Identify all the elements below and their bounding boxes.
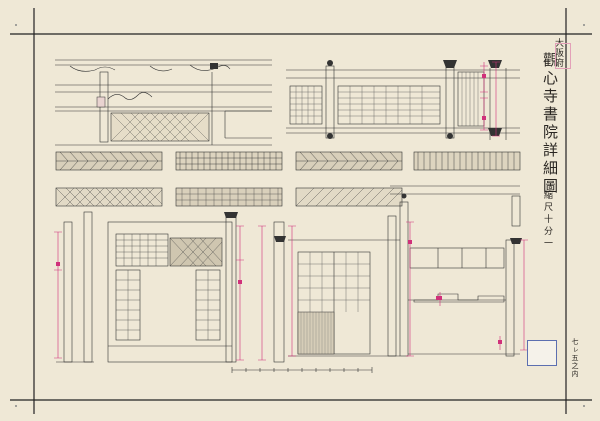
bracket-cap — [210, 63, 218, 69]
shelf-section-elevation — [390, 185, 521, 357]
location-text: 大阪府 — [553, 38, 563, 68]
scale-bar — [231, 367, 373, 373]
lattice-pattern-row-2-hatching — [55, 187, 403, 207]
lattice-pattern-row-1-hatching — [56, 151, 515, 171]
shoji-grid — [298, 252, 370, 312]
lattice-pattern-row-2 — [55, 187, 403, 207]
archive-stamp — [555, 43, 571, 69]
transom-grid — [290, 72, 479, 126]
lattice-panel-diagonal — [110, 112, 210, 142]
scale-text: 縮尺十分一 — [542, 190, 552, 250]
lattice-panel-hatching — [110, 112, 210, 142]
section-ornaments — [224, 193, 522, 244]
sheet-border — [10, 8, 592, 414]
dimension-lines — [54, 61, 528, 361]
window-wall-elevation — [56, 211, 285, 363]
door-lower-panel-lines — [300, 312, 332, 354]
window-grids — [116, 234, 223, 340]
dimension-marks — [56, 74, 502, 344]
archive-label — [527, 340, 557, 366]
drawing-title: 觀心寺書院詳細圖 — [541, 52, 559, 196]
lattice-transom-window — [169, 237, 223, 267]
bracket-block — [96, 96, 106, 108]
eave-bracket-elevation — [55, 59, 272, 146]
sheet-number: 七ㇾ五之内 — [571, 338, 579, 378]
